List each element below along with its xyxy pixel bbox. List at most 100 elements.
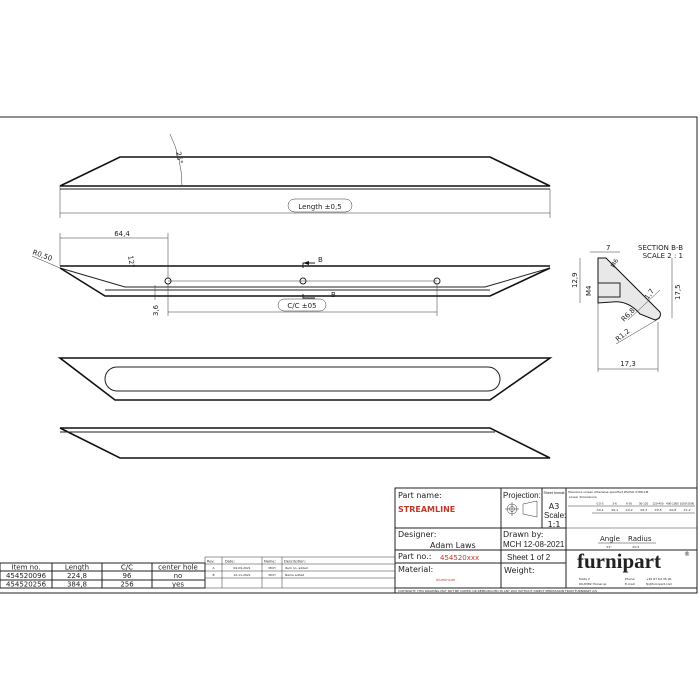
drawing-frame <box>0 116 698 594</box>
item-row-1-center-hole: no <box>174 572 183 580</box>
length-label: Length ±0,5 <box>298 203 341 211</box>
designer-value: Adam Laws <box>430 541 476 550</box>
part-name-label: Part name: <box>398 491 442 500</box>
tol-range: 6-30 <box>626 502 632 506</box>
rev-a-name: MCH <box>269 566 276 570</box>
dim-64-4: 64,4 <box>114 230 130 238</box>
section-title: SECTION B-B <box>638 244 683 252</box>
item-row-2-cc: 256 <box>120 581 134 589</box>
revision-table: Rev. Date: Name: Description: A 09-09-20… <box>204 556 396 589</box>
bottom-view <box>57 357 553 401</box>
section-height-right: 17,5 <box>674 284 682 300</box>
item-row-1-cc: 96 <box>123 572 132 580</box>
designer-label: Designer: <box>398 530 436 539</box>
section-radius-outer: R1,2 <box>614 327 631 343</box>
tol-range: 400-1000 <box>666 502 679 506</box>
email-label: E-mail: <box>625 582 635 586</box>
item-header-length: Length <box>65 564 89 572</box>
item-row-2-length: 384,8 <box>67 581 87 589</box>
section-marker-top: B <box>318 256 323 264</box>
rev-header-rev: Rev. <box>207 560 215 564</box>
tol-range: 120-400 <box>652 502 663 506</box>
cc-dimension-label: C/C ±05 <box>287 302 316 310</box>
scale-label: Scale: <box>544 511 566 520</box>
rev-b-date: 10-11-2021 <box>233 573 251 577</box>
phone-label: Phone: <box>625 577 635 581</box>
angle-label: Angle <box>600 535 620 543</box>
radius-label: R0,50 <box>31 248 53 263</box>
projection-label: Projection: <box>503 491 541 500</box>
part-name-value: STREAMLINE <box>398 505 455 514</box>
rev-a-date: 09-09-2021 <box>233 566 251 570</box>
item-header-center-hole: center hole <box>158 564 198 572</box>
angle-12-label: 12° <box>126 255 136 269</box>
tol-value: ±0,1 <box>596 508 603 512</box>
title-block: Part name: STREAMLINE Projection: Sheet … <box>394 487 698 594</box>
angle-tolerance: ±1° <box>606 545 612 549</box>
tol-value: ±1,2 <box>683 508 690 512</box>
rev-header-date: Date: <box>225 560 235 564</box>
tol-range: 1000-2000 <box>680 502 695 506</box>
section-marker-bottom: B <box>331 291 336 299</box>
side-view <box>59 427 551 459</box>
copyright-notice: COPYRIGHT: THIS DRAWING MAY NOT BE COPIE… <box>398 589 597 593</box>
front-view: 64,4 12° R0,50 C/C ±05 3,6 B B <box>31 230 551 316</box>
address-line-1: Delta 2 <box>579 577 590 581</box>
drawn-by-value: MCH 12-08-2021 <box>503 540 565 549</box>
weight-label: Weight: <box>504 566 535 575</box>
sheet-format-value: A3 <box>549 502 560 511</box>
rev-a: A <box>212 566 215 570</box>
tol-value: ±0,2 <box>625 508 632 512</box>
tol-value: ±0,3 <box>640 508 647 512</box>
tolerance-title: Tolerance unless otherwise specified DS/… <box>567 490 649 494</box>
height-3-6-label: 3,6 <box>152 304 160 316</box>
sheet-format-label: Sheet format: <box>544 491 566 495</box>
section-b-b: SECTION B-B SCALE 2 : 1 7 12,9 M4 M6 17,… <box>571 244 683 372</box>
radius-tolerance: ±0,5 <box>632 545 639 549</box>
scale-value: 1:1 <box>548 520 561 529</box>
item-header-cc: C/C <box>121 564 133 572</box>
section-thickness: 1,7 <box>643 287 656 301</box>
section-radius-inner: R6,8 <box>620 306 637 323</box>
tol-value: ±0,1 <box>611 508 618 512</box>
section-width-top: 7 <box>606 244 610 252</box>
radius-label: Radius <box>628 535 652 543</box>
item-row-2-center-hole: yes <box>172 581 184 589</box>
drawn-by-label: Drawn by: <box>503 530 543 539</box>
phone-value: +45 87 64 35 00 <box>646 577 672 581</box>
part-no-value: 454520xxx <box>440 554 479 562</box>
tol-range: 3-6 <box>612 502 617 506</box>
tol-range: 30-120 <box>639 502 649 506</box>
item-row-1-length: 224,8 <box>67 572 87 580</box>
tolerance-table: 0,5-3 3-6 6-30 30-120 120-400 400-1000 1… <box>596 502 694 513</box>
tol-range: 0,5-3 <box>597 502 604 506</box>
part-no-label: Part no.: <box>398 552 431 561</box>
rev-b: B <box>212 573 214 577</box>
section-width-bottom: 17,3 <box>620 360 636 368</box>
section-angle-small: M6 <box>610 258 621 269</box>
item-header-item-no: Item no. <box>12 564 41 572</box>
top-view: 25° Length ±0,5 <box>59 133 551 218</box>
angle-25-label: 25° <box>174 151 184 165</box>
material-value: Aluminium <box>436 578 456 582</box>
rev-a-description: Item no. added <box>285 566 308 570</box>
rev-b-description: Name added <box>285 573 304 577</box>
item-row-1-item-no: 454520096 <box>6 572 47 580</box>
material-label: Material: <box>398 565 433 574</box>
section-scale: SCALE 2 : 1 <box>643 252 683 260</box>
rev-header-name: Name: <box>264 560 276 564</box>
registered-mark: ® <box>684 551 690 558</box>
address-line-2: DK-8382 Hinnerup <box>579 582 607 586</box>
projection-symbol-icon <box>505 500 538 518</box>
rev-header-description: Description: <box>284 560 306 564</box>
item-row-2-item-no: 454520256 <box>6 581 47 589</box>
sheet-number: Sheet 1 of 2 <box>507 553 551 562</box>
email-value: fp@furnipart.com <box>646 582 672 586</box>
tol-value: ±0,5 <box>654 508 661 512</box>
item-table: Item no. Length C/C center hole 45452009… <box>0 562 206 589</box>
rev-b-name: MCH <box>269 573 276 577</box>
furnipart-logo: furnipart <box>577 549 661 573</box>
section-thread: M4 <box>585 285 593 296</box>
tol-value: ±0,8 <box>669 508 676 512</box>
